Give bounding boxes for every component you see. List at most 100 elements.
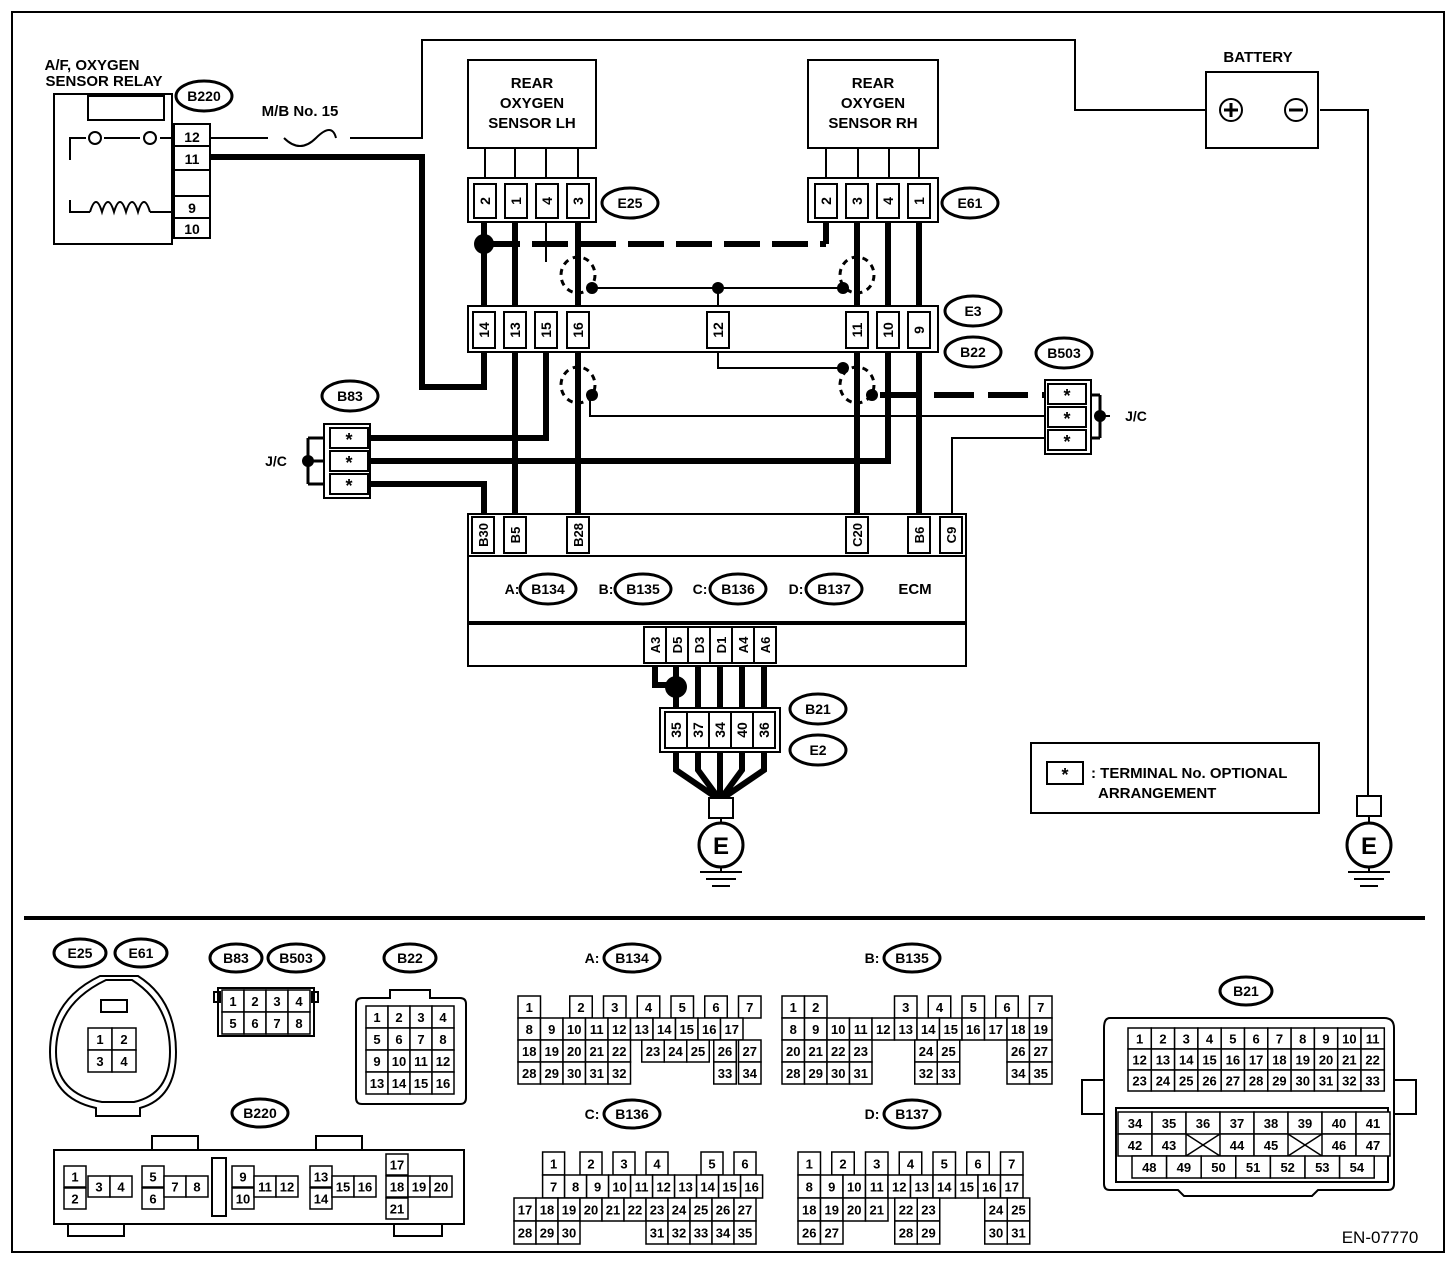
svg-text:A:: A: bbox=[505, 581, 520, 597]
svg-text:A/F, OXYGEN: A/F, OXYGEN bbox=[44, 57, 139, 74]
b220-pin-label: 3 bbox=[95, 1180, 102, 1195]
svg-text:15: 15 bbox=[538, 322, 554, 338]
b136-pin-label: 12 bbox=[656, 1180, 670, 1195]
b134-pin-label: 11 bbox=[590, 1022, 604, 1037]
svg-text:1: 1 bbox=[508, 197, 524, 205]
svg-text:1: 1 bbox=[911, 197, 927, 205]
svg-text:*: * bbox=[345, 453, 352, 473]
svg-text:ARRANGEMENT: ARRANGEMENT bbox=[1098, 785, 1216, 802]
b21-pin-label: 19 bbox=[1296, 1053, 1310, 1068]
svg-text:B6: B6 bbox=[912, 527, 927, 544]
b134-pin-label: 8 bbox=[526, 1022, 533, 1037]
b22-pin-label: 1 bbox=[373, 1010, 380, 1025]
e25-e61-cavity bbox=[111, 1049, 137, 1073]
b220-pin-label: 13 bbox=[314, 1170, 328, 1185]
svg-text:C:: C: bbox=[693, 581, 708, 597]
b134-cavity bbox=[737, 1061, 762, 1085]
b21-pin-label: 10 bbox=[1342, 1032, 1356, 1047]
svg-text:B:: B: bbox=[865, 950, 880, 966]
connector-e61: 2 3 4 1 bbox=[807, 177, 939, 223]
svg-text:OXYGEN: OXYGEN bbox=[841, 95, 905, 112]
b136-pin-label: 34 bbox=[716, 1226, 731, 1241]
svg-text:OXYGEN: OXYGEN bbox=[500, 95, 564, 112]
svg-text:*: * bbox=[1063, 432, 1070, 452]
b134-pin-label: 14 bbox=[657, 1022, 672, 1037]
b136-cavity bbox=[557, 1220, 581, 1245]
b135-pin-label: 26 bbox=[1011, 1044, 1025, 1059]
b137-pin-label: 3 bbox=[873, 1157, 880, 1172]
e25-e61-pin-label: 3 bbox=[96, 1054, 103, 1069]
b135-pin-label: 14 bbox=[921, 1022, 936, 1037]
svg-text:2: 2 bbox=[818, 197, 834, 205]
svg-text:B22: B22 bbox=[960, 344, 986, 360]
svg-text:B503: B503 bbox=[279, 950, 313, 966]
b136-pin-label: 6 bbox=[741, 1157, 748, 1172]
svg-text:E25: E25 bbox=[68, 945, 93, 961]
svg-text:9: 9 bbox=[911, 326, 927, 334]
b220-pin-label: 16 bbox=[358, 1180, 372, 1195]
b22-pin-label: 16 bbox=[436, 1076, 450, 1091]
b21-pin-label: 53 bbox=[1315, 1160, 1329, 1175]
svg-text:C9: C9 bbox=[944, 527, 959, 544]
b21-pin-label: 21 bbox=[1342, 1053, 1356, 1068]
b83-b503-pin-label: 8 bbox=[295, 1016, 302, 1031]
e25-e61-pin-label: 4 bbox=[120, 1054, 128, 1069]
b83-b503-pin-label: 1 bbox=[229, 994, 236, 1009]
b22-pin-label: 3 bbox=[417, 1010, 424, 1025]
svg-text:J/C: J/C bbox=[265, 453, 287, 469]
b220-cavity bbox=[275, 1175, 299, 1198]
svg-text:REAR: REAR bbox=[511, 75, 554, 92]
b220-pin-label: 17 bbox=[390, 1158, 404, 1173]
b220-pin-label: 1 bbox=[71, 1170, 78, 1185]
b22-cavity bbox=[431, 1071, 455, 1095]
b21-pin-label: 22 bbox=[1365, 1053, 1379, 1068]
b135-pin-label: 2 bbox=[812, 1000, 819, 1015]
b21-cavity bbox=[1338, 1155, 1375, 1179]
b21-pin-label: 43 bbox=[1162, 1138, 1176, 1153]
b21-pin-label: 40 bbox=[1332, 1116, 1346, 1131]
b21-pin-label: 12 bbox=[1132, 1053, 1146, 1068]
b135-pin-label: 10 bbox=[831, 1022, 845, 1037]
b135-pin-label: 24 bbox=[919, 1044, 934, 1059]
b135-pin-label: 12 bbox=[876, 1022, 890, 1037]
b135-pin-label: 19 bbox=[1034, 1022, 1048, 1037]
svg-text:4: 4 bbox=[539, 197, 555, 205]
b220-pin-label: 20 bbox=[434, 1180, 448, 1195]
connector-id-labels: B220 E25 E61 E3 B22 B503 B83 B21 E2 bbox=[174, 79, 1094, 767]
b134-pin-label: 17 bbox=[725, 1022, 739, 1037]
b21-pin-label: 51 bbox=[1246, 1160, 1260, 1175]
b134-pin-label: 19 bbox=[545, 1044, 559, 1059]
b21-pin-label: 28 bbox=[1249, 1074, 1263, 1089]
svg-text:12: 12 bbox=[710, 322, 726, 338]
b220-pin-label: 19 bbox=[412, 1180, 426, 1195]
svg-text:D5: D5 bbox=[670, 637, 685, 654]
svg-text:16: 16 bbox=[570, 322, 586, 338]
b136-pin-label: 11 bbox=[635, 1180, 649, 1195]
connector-e3-b22: 14 13 15 16 12 11 10 9 bbox=[467, 305, 939, 353]
svg-text:11: 11 bbox=[849, 322, 865, 337]
b136-pin-label: 31 bbox=[650, 1226, 664, 1241]
b22-pin-label: 7 bbox=[417, 1032, 424, 1047]
b83-b503-pin-label: 2 bbox=[251, 994, 258, 1009]
b21-pin-label: 11 bbox=[1366, 1032, 1380, 1047]
b136-pin-label: 26 bbox=[716, 1203, 730, 1218]
b135-pin-label: 22 bbox=[831, 1044, 845, 1059]
b220-pin-label: 2 bbox=[71, 1192, 78, 1207]
svg-text:B30: B30 bbox=[476, 523, 491, 547]
svg-text:3: 3 bbox=[849, 197, 865, 205]
b134-pin-label: 4 bbox=[645, 1000, 653, 1015]
b220-pin-label: 14 bbox=[314, 1192, 329, 1207]
b220-cavity bbox=[231, 1187, 255, 1210]
b134-pin-label: 26 bbox=[718, 1044, 732, 1059]
svg-text:*: * bbox=[1061, 765, 1068, 785]
svg-text:3: 3 bbox=[570, 197, 586, 205]
b136-pin-label: 2 bbox=[587, 1157, 594, 1172]
svg-text:E3: E3 bbox=[964, 303, 981, 319]
b220-pin-label: 7 bbox=[171, 1180, 178, 1195]
b134-pin-label: 33 bbox=[718, 1066, 732, 1081]
b134-pin-label: 31 bbox=[590, 1066, 604, 1081]
b135-pin-label: 34 bbox=[1011, 1066, 1026, 1081]
b135-pin-label: 23 bbox=[854, 1044, 868, 1059]
b134-cavity bbox=[607, 1061, 632, 1085]
